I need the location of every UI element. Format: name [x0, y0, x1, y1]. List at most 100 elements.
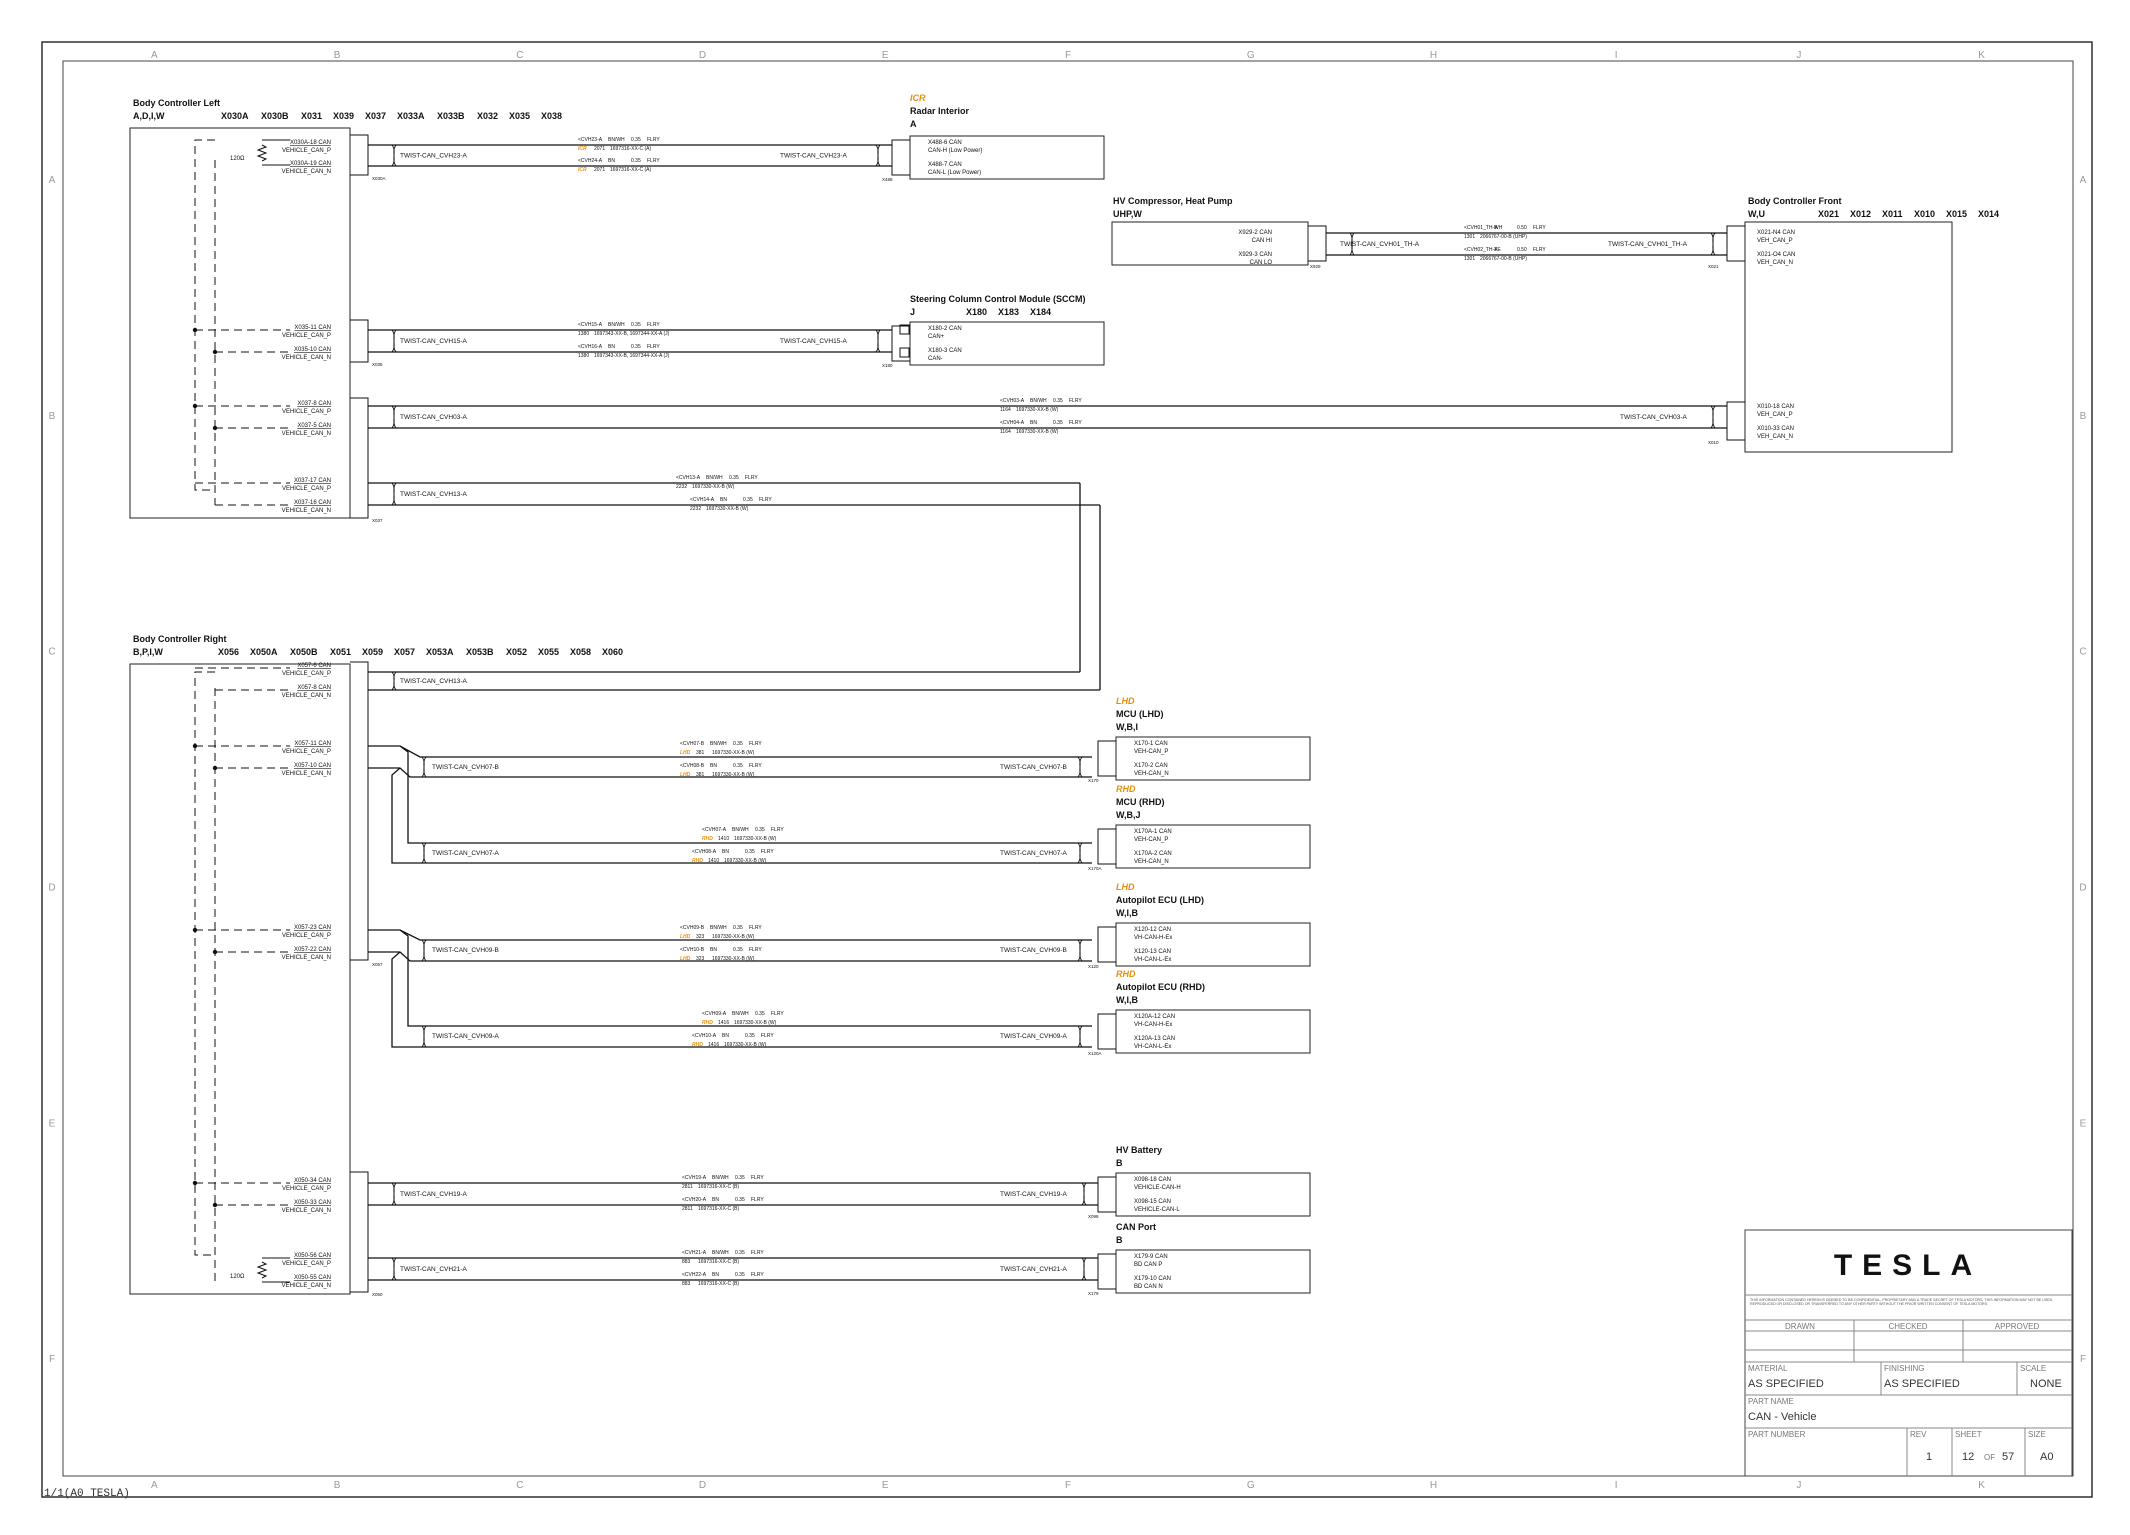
radar-pin-n-signal: CAN-L (Low Power)	[928, 170, 981, 176]
outer-border	[41, 41, 2093, 1498]
cvh19-wire-n-label-id: <CVH20-A	[682, 1197, 707, 1203]
mcu_rhd-option-tag: RHD	[1116, 784, 1136, 794]
cvh23-wire-n-label-type: FLRY	[647, 158, 660, 164]
title-notice-wrap: THIS INFORMATION CONTAINED HEREIN IS DEE…	[1750, 1298, 2053, 1306]
ap_lhd-pin-p: X120-12 CAN	[1134, 927, 1171, 933]
cvh01-twist-left	[1349, 232, 1355, 256]
mcu_lhd-box	[1115, 736, 1311, 781]
cvh03-twist-label-right: TWIST-CAN_CVH03-A	[1620, 414, 1687, 421]
cvh09b-wire-n	[368, 951, 1092, 962]
cvh09b-wire-n-label-id: <CVH10-B	[680, 947, 705, 953]
bcr-pin-7: X050-33 CAN	[294, 1200, 331, 1206]
cvh07a-wire-n-label-color: BN	[722, 849, 729, 855]
approved-label: APPROVED	[1995, 1322, 2040, 1331]
grid-row-right-D: D	[2079, 882, 2086, 893]
bcr-terminator-resistor	[256, 1261, 268, 1279]
canport-box	[1115, 1249, 1311, 1294]
canport-pin-p-signal: BD CAN P	[1134, 1262, 1162, 1268]
cvh23-twist-left	[391, 144, 397, 167]
rev-value: 1	[1926, 1451, 1932, 1463]
grid-col-bottom-B: B	[334, 1480, 341, 1491]
cvh21-wire-n-label-type: FLRY	[751, 1272, 764, 1278]
cvh07b-twist-label-left: TWIST-CAN_CVH07-B	[432, 764, 499, 771]
hvcomp-pin-p-signal: CAN HI	[1252, 238, 1273, 244]
cvh21-wire-n-label-id: <CVH22-A	[682, 1272, 707, 1278]
bcl-terminator-label: 120Ω	[230, 156, 245, 162]
tesla-logo: TESLA	[1834, 1249, 1982, 1282]
grid-col-bottom-H: H	[1430, 1480, 1437, 1491]
sccm-pin-n-signal: CAN-	[928, 356, 943, 362]
cvh09a-wire-n-label-option: RHD	[692, 1042, 703, 1048]
bcl-dashed-frame	[194, 139, 215, 491]
hvbatt-box	[1115, 1172, 1311, 1217]
cvh21-wire-n-label-color: BN	[712, 1272, 719, 1278]
cvh21-wire-n-label-gauge: 0.35	[735, 1272, 745, 1278]
cvh19-twist-label-left: TWIST-CAN_CVH19-A	[400, 1191, 467, 1198]
bcr-pin-signal-2: VEHICLE_CAN_P	[282, 749, 331, 755]
sheet-label: SHEET	[1955, 1430, 1982, 1439]
cvh07a-wire-p-label-length: 1410	[718, 836, 729, 842]
cvh07a-wire-p-label-harness: 1697330-XX-B (W)	[734, 836, 777, 842]
cvh19-twist-left	[391, 1182, 397, 1206]
mcu_lhd-title: MCU (LHD)	[1116, 709, 1164, 719]
bcr-connector-x051: X051	[330, 647, 351, 657]
mcu_rhd-pin-p: X170A-1 CAN	[1134, 829, 1172, 835]
grid-col-top-F: F	[1065, 50, 1071, 61]
sccm-title: Steering Column Control Module (SCCM)	[910, 294, 1086, 304]
cvh21-twist-label-left: TWIST-CAN_CVH21-A	[400, 1266, 467, 1273]
hvbatt-pin-n: X098-15 CAN	[1134, 1199, 1171, 1205]
cvh01-wire-n-label-harness: 2066767-00-B (UHP)	[1480, 256, 1527, 262]
cvh13-wire-n-label-gauge: 0.35	[743, 497, 753, 503]
grid-col-top-D: D	[699, 50, 706, 61]
grid-col-top-B: B	[334, 50, 341, 61]
bcf-connector-x015: X015	[1946, 209, 1967, 219]
radar-box	[909, 135, 1105, 180]
cvh23-wire-p-label-gauge: 0.35	[631, 137, 641, 143]
cvh23-twist-label-right: TWIST-CAN_CVH23-A	[780, 153, 847, 160]
bcf-connector-bracket-top	[1726, 225, 1745, 262]
cvh07b-wire-n-label-length: 381	[696, 772, 705, 778]
cvh19-wire-p-label-color: BN/WH	[712, 1175, 729, 1181]
cvh23-wire-p-label-harness: 1697316-XX-C (A)	[610, 146, 651, 152]
bcr-connector-x056: X056	[218, 647, 239, 657]
mcu_lhd-conn-label: X170	[1088, 778, 1099, 783]
cvh19-wire-n-label-harness: 1697316-XX-C (B)	[698, 1206, 739, 1212]
cvh15-wire-n-label-harness: 1697343-XX-B, 1697344-XX-A (J)	[594, 353, 670, 359]
cvh13-wire-p-label-type: FLRY	[745, 475, 758, 481]
size-value: A0	[2040, 1451, 2053, 1463]
cvh13-wire-n-label-length: 2232	[690, 506, 701, 512]
cvh07a-wire-n-label-option: RHD	[692, 858, 703, 864]
cvh13-wire-n-label-type: FLRY	[759, 497, 772, 503]
radar-connector-bracket	[891, 139, 910, 176]
bcl-terminator-resistor	[256, 144, 268, 162]
cvh21-wire-n-label-length: 883	[682, 1281, 691, 1287]
cvh13-wire-p-label-gauge: 0.35	[729, 475, 739, 481]
cvh09b-wire-n-label-option: LHD	[680, 956, 691, 962]
ap_lhd-pin-n-signal: VH-CAN-L-Ex	[1134, 957, 1171, 963]
bcl-pin-signal-4: VEHICLE_CAN_P	[282, 409, 331, 415]
grid-row-right-A: A	[2080, 175, 2087, 186]
ap_rhd-option-tag: RHD	[1116, 969, 1136, 979]
grid-col-top-C: C	[516, 50, 523, 61]
cvh19-wire-p-label-gauge: 0.35	[735, 1175, 745, 1181]
cvh15-twist-left	[391, 329, 397, 353]
grid-row-left-B: B	[49, 411, 56, 422]
cvh09b-wire-p-label-type: FLRY	[749, 925, 762, 931]
bcf-pin-mid-p: X010-18 CAN	[1757, 404, 1794, 410]
cvh23-wire-n-label-gauge: 0.35	[631, 158, 641, 164]
bcr-connector-x053a: X053A	[426, 647, 454, 657]
cvh15-wire-n-label-id: <CVH16-A	[578, 344, 603, 350]
cvh03-wire-n-label-type: FLRY	[1069, 420, 1082, 426]
grid-col-bottom-D: D	[699, 1480, 706, 1491]
cvh09b-wire-p	[368, 929, 1092, 941]
bcl-pin-signal-2: VEHICLE_CAN_P	[282, 333, 331, 339]
grid-col-bottom-G: G	[1247, 1480, 1255, 1491]
grid-col-bottom-F: F	[1065, 1480, 1071, 1491]
cvh09b-wire-p-label-length: 323	[696, 934, 705, 940]
cvh09a-wire-n-label-type: FLRY	[761, 1033, 774, 1039]
grid-col-top-E: E	[882, 50, 889, 61]
cvh09a-wire-p-label-gauge: 0.35	[755, 1011, 765, 1017]
